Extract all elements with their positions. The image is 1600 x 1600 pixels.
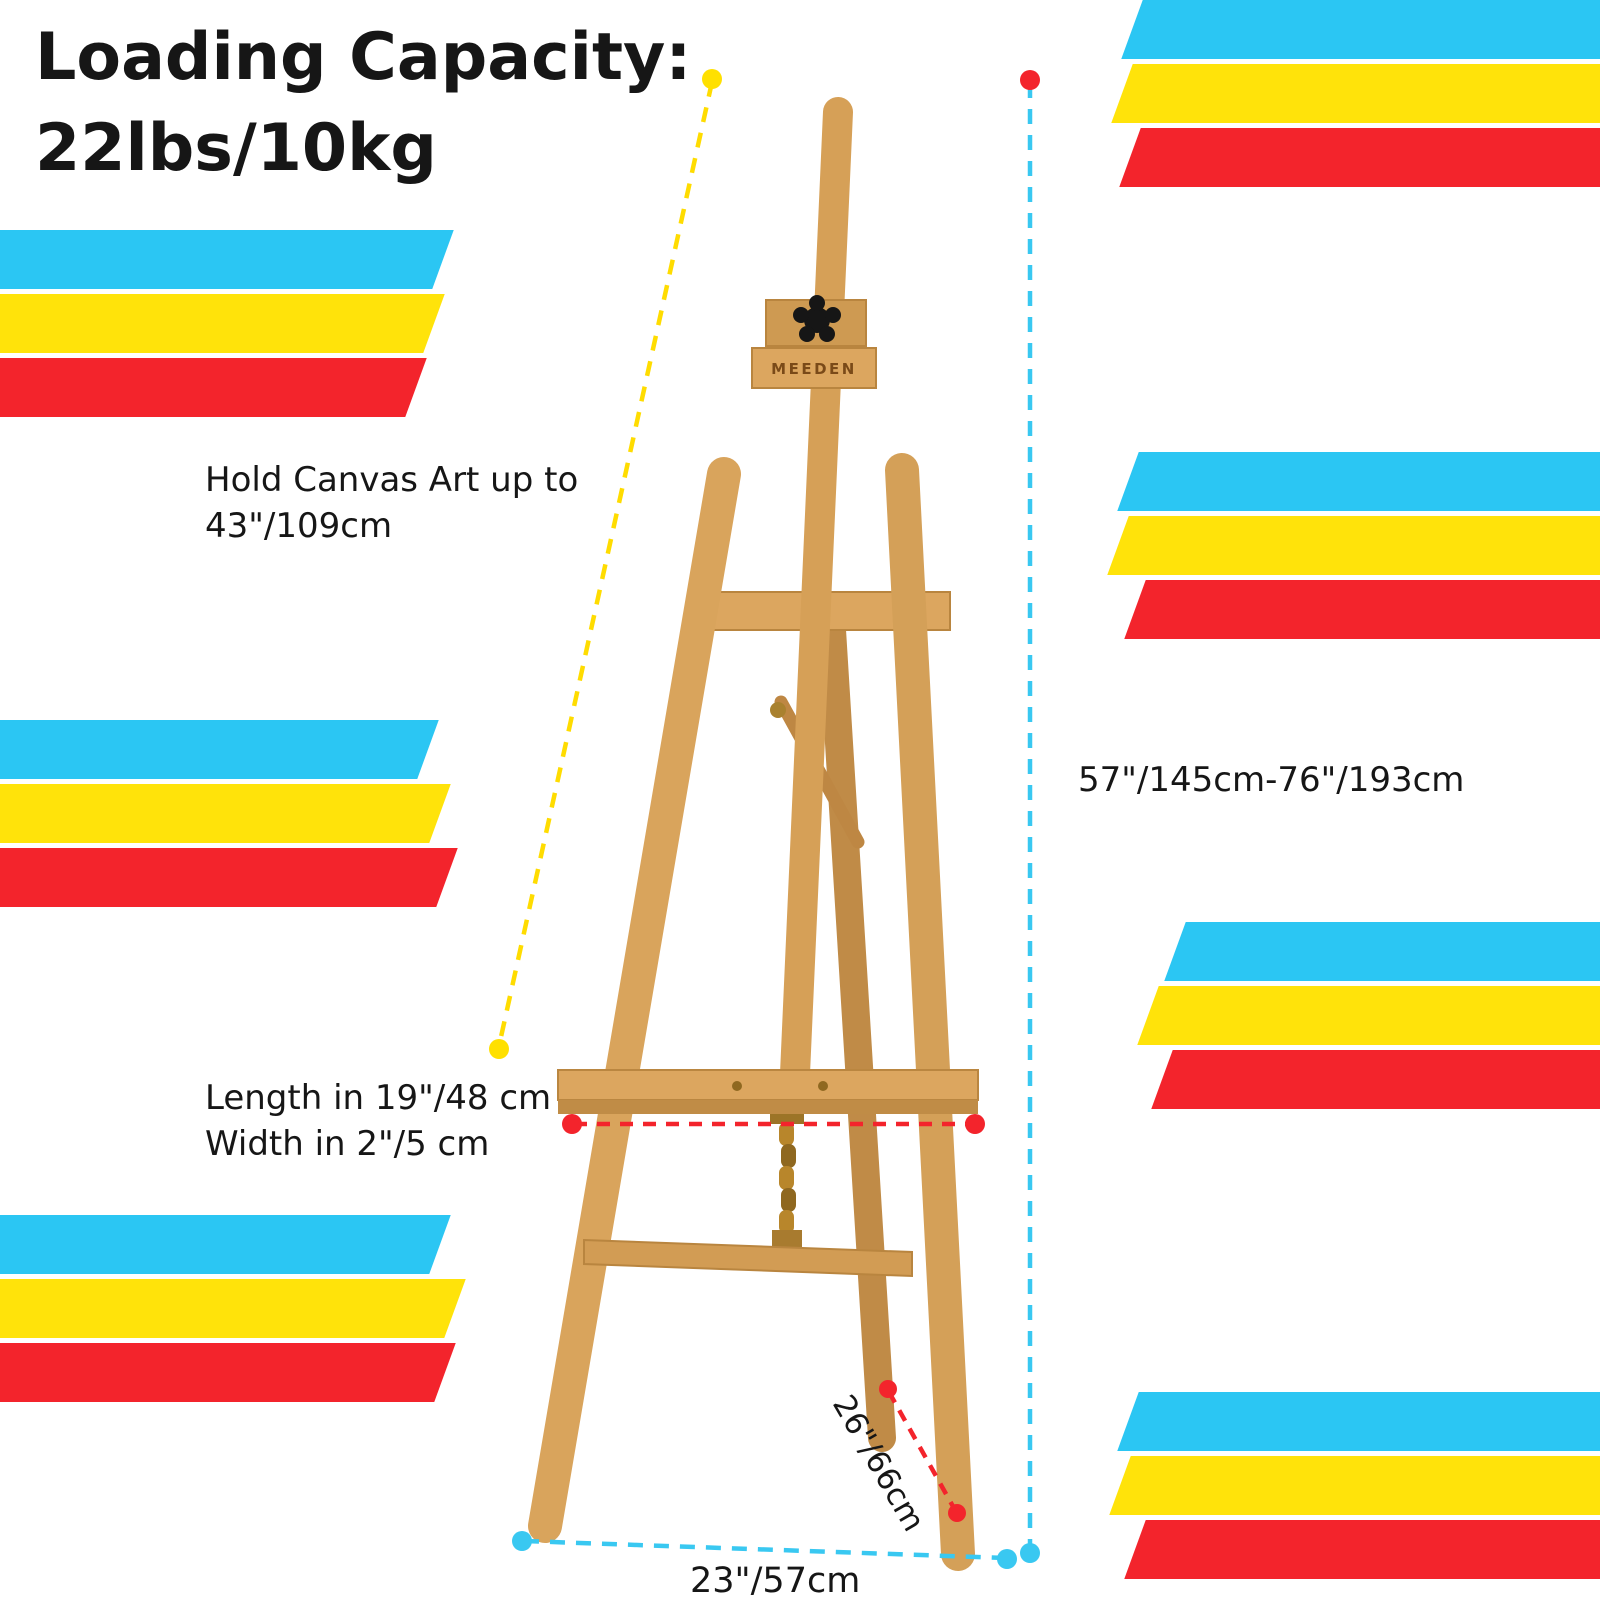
measure-dot-yellow xyxy=(489,1039,509,1059)
canvas-measure-line xyxy=(496,81,715,1047)
brand-label: MEEDEN xyxy=(771,360,857,378)
tray-screw xyxy=(818,1081,828,1091)
page-title: Loading Capacity: 22lbs/10kg xyxy=(35,12,691,194)
clamp-knob-icon xyxy=(793,295,841,342)
easel-rear-leg xyxy=(818,616,896,1452)
measure-dot-cyan xyxy=(512,1531,532,1551)
title-line-2: 22lbs/10kg xyxy=(35,111,437,186)
easel-mast xyxy=(779,97,853,1111)
base-measure-line xyxy=(523,1538,1006,1561)
brand-plate xyxy=(751,347,877,389)
easel-right-leg xyxy=(885,453,975,1571)
height-range-label: 57"/145cm-76"/193cm xyxy=(1078,760,1465,800)
canvas-tray xyxy=(557,1069,979,1101)
base-width-label: 23"/57cm xyxy=(690,1561,861,1600)
easel-lower-crossbar xyxy=(583,1238,913,1278)
measure-dot-cyan xyxy=(1020,1543,1040,1563)
tray-size-label: Length in 19"/48 cm Width in 2"/5 cm xyxy=(205,1078,552,1164)
strut-wingnut xyxy=(770,702,786,718)
measure-dot-red xyxy=(965,1114,985,1134)
canvas-tray-lip xyxy=(558,1100,978,1114)
depth-measure-line xyxy=(887,1390,957,1512)
tray-screw xyxy=(732,1081,742,1091)
measure-dot-yellow xyxy=(702,69,722,89)
measure-dot-red xyxy=(1020,70,1040,90)
measure-dot-red xyxy=(879,1380,897,1398)
measure-dot-cyan xyxy=(997,1549,1017,1569)
title-line-1: Loading Capacity: xyxy=(35,20,692,95)
measure-dot-red xyxy=(948,1504,966,1522)
easel-left-leg xyxy=(528,457,741,1543)
easel-illustration: MEEDEN xyxy=(528,97,979,1571)
canvas-capacity-label: Hold Canvas Art up to 43"/109cm xyxy=(205,460,579,546)
measurement-lines xyxy=(489,69,1040,1569)
adjustment-chain xyxy=(770,1096,804,1254)
measure-dot-red xyxy=(562,1114,582,1134)
